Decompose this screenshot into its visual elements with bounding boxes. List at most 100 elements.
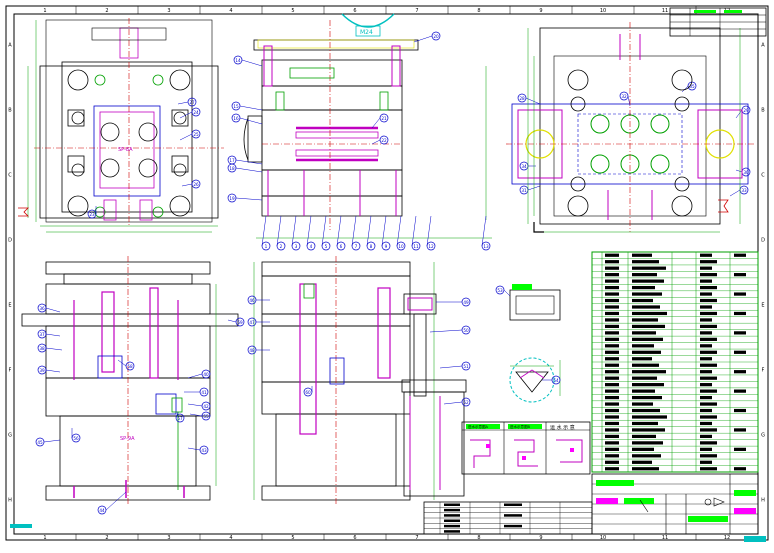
bom-cell-material bbox=[700, 305, 712, 309]
bom-cell-name bbox=[605, 311, 619, 316]
bom-cell-material bbox=[700, 350, 717, 354]
balloon-label-12: 12 bbox=[428, 244, 434, 249]
leader-line bbox=[177, 101, 189, 105]
bom-cell-spec bbox=[632, 441, 663, 445]
balloon-label-46: 46 bbox=[249, 298, 255, 303]
bom-cell-note bbox=[734, 408, 746, 413]
leader-line bbox=[276, 215, 282, 247]
bom-cell-material bbox=[700, 415, 717, 419]
title-rows bbox=[424, 483, 758, 534]
bom-cell-spec bbox=[632, 266, 666, 270]
leader-line bbox=[235, 159, 263, 165]
balloon-label-40: 40 bbox=[203, 372, 209, 377]
leader-line bbox=[187, 403, 203, 407]
leader-line bbox=[481, 215, 487, 247]
bom-table bbox=[591, 251, 759, 473]
bom-cell-spec bbox=[632, 376, 657, 380]
bom-cell-spec bbox=[632, 415, 667, 419]
leader-line bbox=[366, 215, 372, 247]
title-cell bbox=[444, 514, 460, 517]
bom-cell-spec bbox=[632, 298, 653, 303]
bom-cell-spec bbox=[632, 324, 665, 329]
title-cell bbox=[504, 503, 522, 506]
balloon-label-31: 31 bbox=[521, 188, 527, 193]
balloon-label-30: 30 bbox=[743, 170, 749, 175]
bom-cell-name bbox=[605, 331, 619, 335]
zone-col-3: 3 bbox=[167, 8, 170, 14]
zone-col-11: 11 bbox=[662, 535, 668, 541]
title-cell bbox=[504, 524, 522, 528]
leader-line bbox=[189, 413, 203, 417]
bom-cell-spec bbox=[632, 467, 659, 471]
bom-cell-name bbox=[605, 454, 619, 458]
zone-col-11: 11 bbox=[662, 8, 668, 14]
bom-cell-material bbox=[700, 266, 712, 270]
zone-col-7: 7 bbox=[415, 535, 418, 541]
view-section-bottom-middle bbox=[253, 256, 467, 506]
cooling-title: 运 水 示 意 bbox=[550, 424, 575, 431]
bom-cell-name bbox=[605, 370, 619, 374]
bom-cell-name bbox=[605, 253, 619, 257]
bom-cell-name bbox=[605, 415, 619, 419]
thread-label: M24 bbox=[360, 29, 373, 36]
bom-cell-spec bbox=[632, 279, 664, 283]
bom-cell-spec bbox=[632, 350, 661, 354]
title-cell bbox=[444, 508, 460, 512]
bom-cell-name bbox=[605, 408, 619, 413]
balloon-label-13: 13 bbox=[483, 244, 489, 249]
zone-col-5: 5 bbox=[291, 535, 294, 541]
zone-col-4: 4 bbox=[229, 8, 232, 14]
leader-line bbox=[681, 85, 689, 93]
zone-col-6: 6 bbox=[353, 8, 356, 14]
balloon-label-16: 16 bbox=[233, 116, 239, 121]
leader-line bbox=[525, 97, 541, 105]
balloon-label-33: 33 bbox=[741, 188, 747, 193]
title-cell bbox=[444, 524, 460, 528]
balloon-label-26: 26 bbox=[193, 182, 199, 187]
leader-line bbox=[411, 215, 417, 247]
leader-line bbox=[291, 215, 297, 247]
leader-line bbox=[45, 347, 63, 351]
zone-col-9: 9 bbox=[539, 535, 542, 541]
leader-line bbox=[175, 411, 179, 419]
bom-cell-material bbox=[700, 434, 712, 439]
balloon-group-bottom: 3637383940414243444546474849505152535455… bbox=[35, 285, 561, 515]
bom-cell-spec bbox=[632, 357, 652, 361]
zone-col-10: 10 bbox=[600, 8, 606, 14]
bom-cell-note bbox=[734, 370, 746, 374]
bom-cell-spec bbox=[632, 454, 661, 458]
bom-cell-material bbox=[700, 460, 712, 464]
leader-line bbox=[43, 439, 61, 443]
zone-row-F: F bbox=[9, 368, 12, 374]
balloon-label-58: 58 bbox=[127, 364, 133, 369]
leader-line bbox=[187, 447, 201, 451]
balloon-label-52: 52 bbox=[463, 400, 469, 405]
leader-line bbox=[45, 333, 61, 337]
leader-line bbox=[117, 359, 127, 367]
leader-line bbox=[443, 401, 463, 405]
bom-cell-spec bbox=[632, 402, 653, 406]
balloon-label-38: 38 bbox=[39, 346, 45, 351]
bom-cell-note bbox=[734, 331, 746, 335]
bom-cell-name bbox=[605, 402, 619, 406]
detail-inset bbox=[509, 284, 561, 403]
balloon-label-17: 17 bbox=[229, 158, 235, 163]
bom-cell-note bbox=[734, 350, 746, 354]
cooling-box-2-label: 进水示意图B bbox=[510, 424, 530, 429]
zone-row-G: G bbox=[761, 433, 765, 439]
balloon-label-27: 27 bbox=[189, 100, 195, 105]
bom-cell-spec bbox=[632, 395, 662, 400]
outer-border bbox=[5, 5, 769, 541]
bom-cell-name bbox=[605, 460, 619, 464]
bom-cell-name bbox=[605, 285, 619, 290]
leader-line bbox=[336, 215, 342, 247]
balloon-label-60: 60 bbox=[305, 390, 311, 395]
bom-cell-material bbox=[700, 260, 717, 264]
bom-cell-name bbox=[605, 434, 619, 439]
bom-cell-material bbox=[700, 408, 712, 413]
balloon-label-1: 1 bbox=[265, 244, 268, 249]
leader-line bbox=[396, 215, 402, 247]
zone-row-A: A bbox=[8, 43, 12, 49]
zone-col-10: 10 bbox=[600, 535, 606, 541]
balloon-label-55: 55 bbox=[203, 414, 209, 419]
